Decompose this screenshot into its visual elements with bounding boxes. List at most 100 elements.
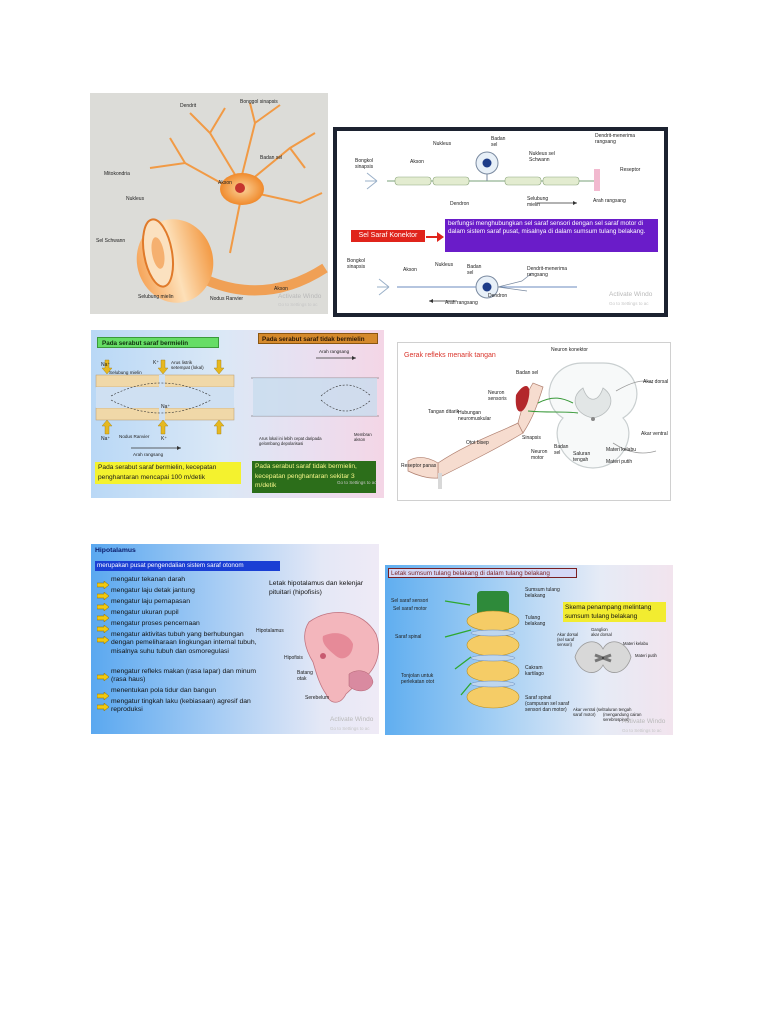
function-list: mengatur tekanan darah mengatur laju det… <box>96 576 257 717</box>
arrow-bullet-icon <box>96 668 111 686</box>
watermark-settings: Go to Settings to ac <box>609 301 649 306</box>
label-hubungan-neuromuskular: Hubungan neuromuskular <box>458 410 492 422</box>
label-akson-2: Akson <box>274 286 288 292</box>
label-selubung-mielin: Selubung mielin <box>109 370 142 375</box>
slide-nerve-fiber-conduction: Pada serabut saraf bermielin Pada serabu… <box>91 330 384 498</box>
label-reseptor-panas: Reseptor panas <box>401 463 437 469</box>
label-neuron-motor: Neuron motor <box>531 449 548 461</box>
label-arah-left: Arah rangsang <box>133 452 164 457</box>
spinal-title: Letak sumsum tulang belakang di dalam tu… <box>388 568 577 578</box>
watermark-activate: Activate Windo <box>330 716 374 723</box>
watermark-settings: Go to Settings to ac <box>278 302 318 307</box>
label-na-bottom: Na⁺ <box>101 436 111 442</box>
function-text: mengatur laju pernapasan <box>111 598 190 605</box>
reflex-illustration <box>407 362 657 489</box>
label-saluran-tengah: Saluran tengah <box>573 451 591 463</box>
watermark-activate: Activate Windo <box>609 291 653 298</box>
label-k-bottom: K⁺ <box>161 436 167 442</box>
hypothalamus-title: Hipotalamus <box>95 547 136 554</box>
arrow-bullet-icon <box>96 687 111 705</box>
neuron-schematic <box>365 151 600 303</box>
label-dendrit-2: Dendrit-menerima rangsang <box>527 266 568 278</box>
function-item: mengatur tekanan darah <box>96 576 257 590</box>
label-hipofisis: Hipofisis <box>284 655 303 661</box>
watermark-settings: Go to Settings to ac <box>622 728 662 733</box>
label-sel-saraf-motor: Sel saraf motor <box>393 606 427 612</box>
arrow-bullet-icon <box>96 587 111 605</box>
label-nukleus: Nukleus <box>126 196 145 202</box>
hypothalamus-subtitle-bar: merupakan pusat pengendalian sistem sara… <box>95 561 280 571</box>
function-item: mengatur ukuran pupil <box>96 609 257 623</box>
function-text: menentukan pola tidur dan bangun <box>111 687 217 694</box>
label-membran-akson: Membran akson <box>354 432 372 442</box>
watermark-activate: Activate Windo <box>622 718 666 725</box>
label-akson-2: Akson <box>403 267 417 273</box>
konektor-title-box: Sel Saraf Konektor <box>351 230 425 242</box>
function-item: mengatur refleks makan (rasa lapar) dan … <box>96 668 257 687</box>
label-nodus-ranvier: Nodus Ranvier <box>210 296 244 302</box>
label-arus-lokal-cepat: Arus lokal ini lebih cepat daripada gelo… <box>259 436 322 446</box>
watermark-activate: Activate Windo <box>278 293 322 300</box>
label-nodus-ranvier: Nodus Ranvier <box>119 434 150 439</box>
arrow-bullet-icon <box>96 631 111 649</box>
label-k-top: K⁺ <box>153 360 159 366</box>
function-item: mengatur proses pencernaan <box>96 620 257 634</box>
label-na-top: Na⁺ <box>101 362 111 368</box>
arrow-bullet-icon <box>96 609 111 627</box>
label-dendrit: Dendrit <box>180 103 197 109</box>
konektor-description-box: berfungsi menghubungkan sel saraf sensor… <box>445 219 658 252</box>
label-sel-saraf-sensori: Sel saraf sensori <box>391 598 429 604</box>
function-text: mengatur aktivitas tubuh yang berhubunga… <box>111 631 257 655</box>
label-dendrit: Dendrit-menerima rangsang <box>595 133 636 145</box>
slide-spinal-cord: Letak sumsum tulang belakang di dalam tu… <box>385 565 673 735</box>
label-bonggol: Bonggol sinapsis <box>240 99 278 105</box>
slide-connector-neuron: Nukleus Badan sel Dendrit-menerima rangs… <box>333 127 668 317</box>
label-sel-schwann: Sel Schwann <box>96 238 126 244</box>
function-text: mengatur proses pencernaan <box>111 620 200 627</box>
spine-illustration <box>444 591 632 709</box>
label-batang-otak: Batang otak <box>297 670 313 682</box>
function-text: mengatur laju detak jantung <box>111 587 195 594</box>
label-bongkol-2: Bongkol sinapsis <box>347 258 366 270</box>
label-nukleus-schwann: Nukleus sel Schwann <box>529 151 555 163</box>
header-unmyelinated: Pada serabut saraf tidak bermielin <box>258 333 378 344</box>
label-mitokondria: Mitokondria <box>104 171 130 177</box>
label-tonjolan: Tonjolan untuk perlekatan otot <box>401 673 435 685</box>
label-hipotalamus: Hipotalamus <box>256 628 284 634</box>
label-nukleus: Nukleus <box>433 141 452 147</box>
label-sumsum-tulang: Sumsum tulang belakang <box>525 587 560 599</box>
label-na-mid: Na⁺ <box>161 404 171 410</box>
function-text: mengatur ukuran pupil <box>111 609 179 616</box>
function-item: menentukan pola tidur dan bangun <box>96 687 257 701</box>
function-item: mengatur laju detak jantung <box>96 587 257 601</box>
label-saluran-tengah: Saluran tengah (mengandung cairan serebr… <box>603 707 642 722</box>
label-materi-putih: Materi putih <box>635 653 657 658</box>
label-badan-sel-2: Badan sel <box>467 264 482 276</box>
label-akar-ventral: Akar ventral (sel saraf motor) <box>573 707 604 717</box>
label-tulang-belakang: Tulang belakang <box>525 615 546 627</box>
function-text: mengatur refleks makan (rasa lapar) dan … <box>111 668 257 684</box>
note-myelinated-speed: Pada serabut saraf bermielin, kecepatan … <box>95 462 241 484</box>
arrow-bullet-icon <box>96 620 111 638</box>
neuron-illustration <box>136 102 328 303</box>
label-arah-2: Arah rangsang <box>445 300 478 306</box>
label-neuron-sensoris: Neuron sensoris <box>488 390 507 402</box>
label-akar-ventral: Akar ventral <box>641 431 668 437</box>
watermark-settings: Go to Settings to ac <box>330 726 370 731</box>
fiber-diagram <box>95 356 379 450</box>
function-text: mengatur tekanan darah <box>111 576 186 583</box>
figure-title: Letak hipotalamus dan kelenjar pituitari… <box>269 580 364 596</box>
label-akar-dorsal: Akar dorsal (sel saraf sensori) <box>557 632 579 647</box>
function-item: mengatur laju pernapasan <box>96 598 257 612</box>
slide-neuron-structure: Dendrit Bonggol sinapsis Badan sel Mitok… <box>90 93 328 314</box>
function-item: mengatur tingkah laku (kebiasaan) agresi… <box>96 698 257 717</box>
label-sinapsis: Sinapsis <box>522 435 541 441</box>
label-selubung: Selubung mielin <box>527 196 549 208</box>
label-neuron-konektor: Neuron konektor <box>551 347 588 353</box>
label-tangan-ditarik: Tangan ditarik <box>428 409 460 415</box>
label-arah-right: Arah rangsang <box>319 349 350 354</box>
label-serebelum: Serebelum <box>305 695 330 701</box>
label-akson: Akson <box>410 159 424 165</box>
label-dendron: Dendron <box>450 201 470 207</box>
label-selubung-mielin: Selubung mielin <box>138 294 174 300</box>
